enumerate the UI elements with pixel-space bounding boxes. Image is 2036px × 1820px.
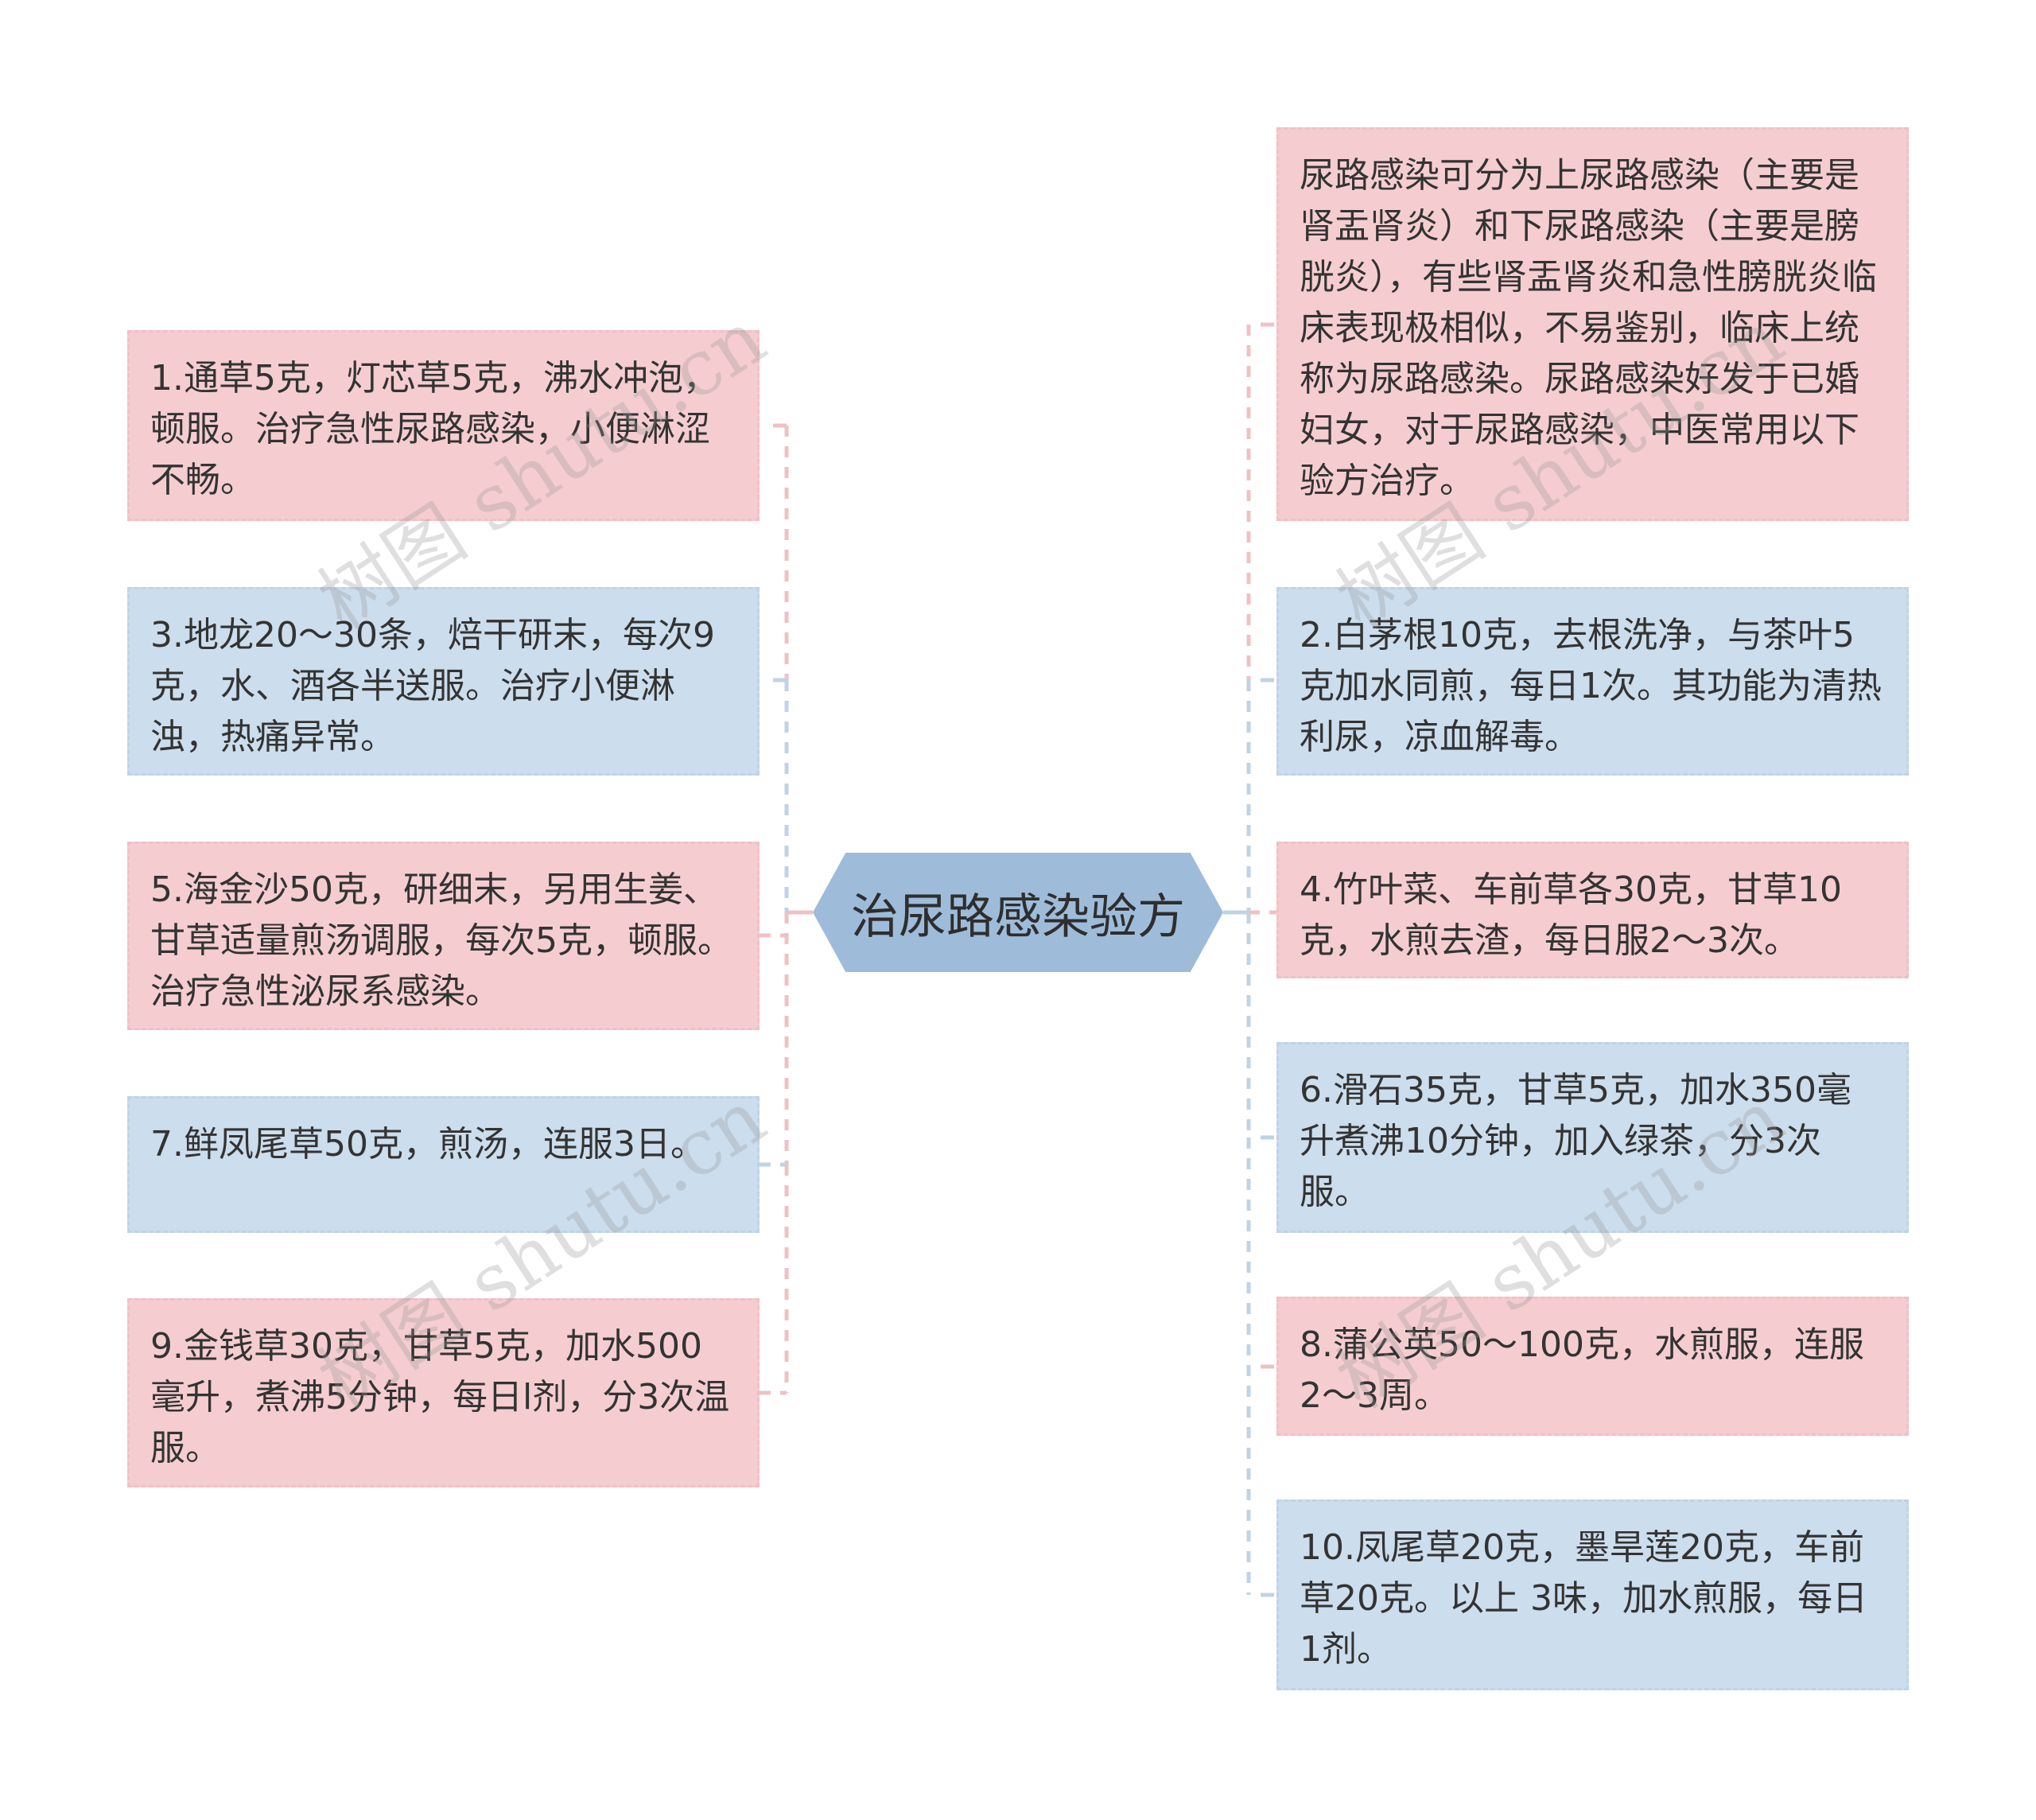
remedy-7-text: 7.鲜凤尾草50克，煎汤，连服3日。	[150, 1124, 705, 1165]
central-topic-label: 治尿路感染验方	[851, 889, 1185, 945]
remedy-10-node[interactable]: 10.凤尾草20克，墨旱莲20克，车前草20克。以上 3味，加水煎服，每日1剂。	[1276, 1499, 1909, 1690]
remedy-1-node[interactable]: 1.通草5克，灯芯草5克，沸水冲泡，顿服。治疗急性尿路感染，小便淋涩不畅。	[127, 330, 760, 521]
remedy-9-text: 9.金钱草30克，甘草5克，加水500毫升，煮沸5分钟，每日l剂，分3次温服。	[150, 1326, 730, 1468]
intro-node[interactable]: 尿路感染可分为上尿路感染（主要是肾盂肾炎）和下尿路感染（主要是膀胱炎），有些肾盂…	[1276, 127, 1909, 521]
remedy-2-node[interactable]: 2.白茅根10克，去根洗净，与茶叶5克加水同煎，每日1次。其功能为清热利尿，凉血…	[1276, 587, 1909, 776]
remedy-8-node[interactable]: 8.蒲公英50～100克，水煎服，连服2～3周。	[1276, 1297, 1909, 1436]
remedy-8-text: 8.蒲公英50～100克，水煎服，连服2～3周。	[1300, 1324, 1864, 1416]
remedy-6-node[interactable]: 6.滑石35克，甘草5克，加水350毫升煮沸10分钟，加入绿茶，分3次服。	[1276, 1042, 1909, 1233]
remedy-4-node[interactable]: 4.竹叶菜、车前草各30克，甘草10克，水煎去渣，每日服2～3次。	[1276, 842, 1909, 978]
remedy-6-text: 6.滑石35克，甘草5克，加水350毫升煮沸10分钟，加入绿茶，分3次服。	[1300, 1070, 1851, 1212]
remedy-7-node[interactable]: 7.鲜凤尾草50克，煎汤，连服3日。	[127, 1096, 760, 1233]
remedy-5-text: 5.海金沙50克，研细末，另用生姜、甘草适量煎汤调服，每次5克，顿服。治疗急性泌…	[150, 869, 732, 1012]
remedy-3-text: 3.地龙20～30条，焙干研末，每次9克，水、酒各半送服。治疗小便淋浊，热痛异常…	[150, 615, 715, 757]
central-topic-node[interactable]: 治尿路感染验方	[813, 853, 1223, 972]
remedy-5-node[interactable]: 5.海金沙50克，研细末，另用生姜、甘草适量煎汤调服，每次5克，顿服。治疗急性泌…	[127, 842, 760, 1030]
remedy-2-text: 2.白茅根10克，去根洗净，与茶叶5克加水同煎，每日1次。其功能为清热利尿，凉血…	[1300, 615, 1882, 757]
remedy-10-text: 10.凤尾草20克，墨旱莲20克，车前草20克。以上 3味，加水煎服，每日1剂。	[1300, 1527, 1867, 1670]
remedy-9-node[interactable]: 9.金钱草30克，甘草5克，加水500毫升，煮沸5分钟，每日l剂，分3次温服。	[127, 1298, 760, 1488]
remedy-3-node[interactable]: 3.地龙20～30条，焙干研末，每次9克，水、酒各半送服。治疗小便淋浊，热痛异常…	[127, 587, 760, 776]
remedy-4-text: 4.竹叶菜、车前草各30克，甘草10克，水煎去渣，每日服2～3次。	[1300, 869, 1842, 961]
remedy-1-text: 1.通草5克，灯芯草5克，沸水冲泡，顿服。治疗急性尿路感染，小便淋涩不畅。	[150, 358, 718, 500]
intro-text: 尿路感染可分为上尿路感染（主要是肾盂肾炎）和下尿路感染（主要是膀胱炎），有些肾盂…	[1300, 155, 1877, 501]
